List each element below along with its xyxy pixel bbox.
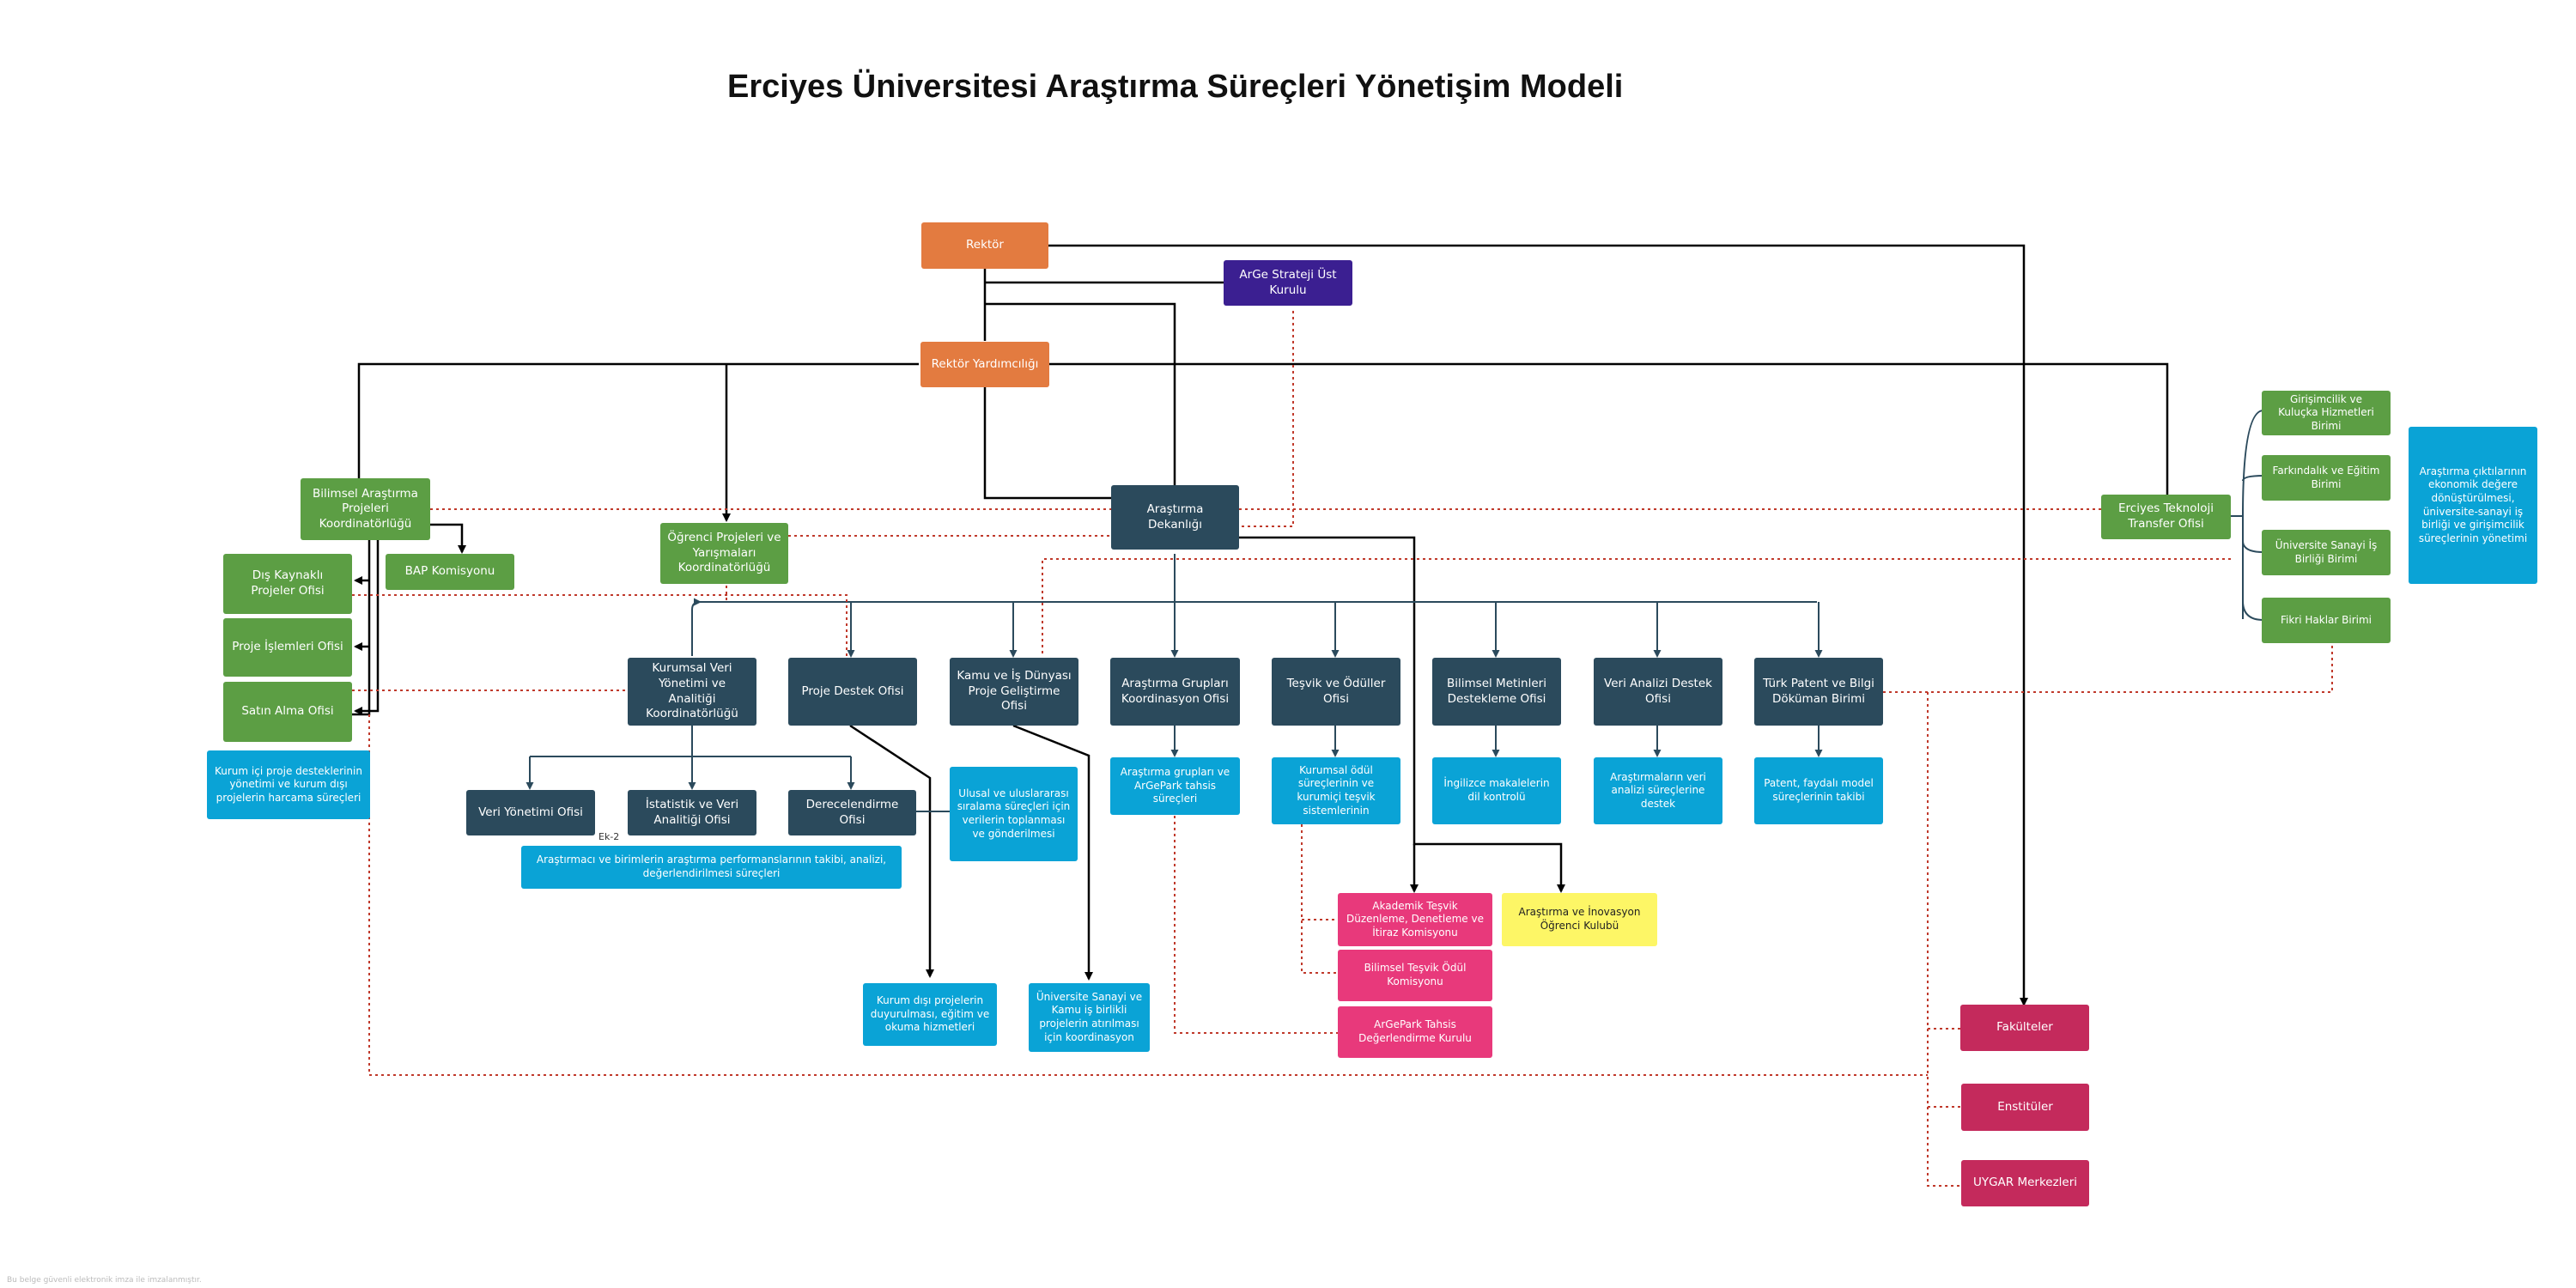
argepark-tahsis-kurulu-box: ArGePark Tahsis Değerlendirme Kurulu (1338, 1006, 1492, 1058)
farkindalik-egitim-box: Farkındalık ve Eğitim Birimi (2262, 455, 2391, 501)
solid-connectors (352, 244, 2169, 1006)
branch-teknoloji-birimler (2231, 410, 2264, 621)
arastirma-dekanligi-box: Araştırma Dekanlığı (1111, 485, 1239, 550)
dotted-connectors (352, 311, 2333, 1187)
bilimsel-tesvik-odul-box: Bilimsel Teşvik Ödül Komisyonu (1338, 950, 1492, 1001)
dis-kaynakli-projeler-box: Dış Kaynaklı Projeler Ofisi (223, 554, 352, 614)
kamu-is-dunyasi-box: Kamu ve İş Dünyası Proje Geliştirme Ofis… (950, 658, 1078, 726)
connector-rektor-yard-teknoloji (1048, 362, 2169, 495)
fikri-haklar-birimi-box: Fikri Haklar Birimi (2262, 598, 2391, 643)
dotted-odul-akademik (1301, 824, 1340, 974)
kurum-ici-description: Kurum içi proje desteklerinin yönetimi v… (207, 750, 370, 819)
uygar-merkezleri-box: UYGAR Merkezleri (1961, 1160, 2089, 1206)
rektor-yardimciligi-box: Rektör Yardımcılığı (920, 342, 1049, 387)
enstituler-box: Enstitüler (1961, 1084, 2089, 1131)
proje-islemleri-box: Proje İşlemleri Ofisi (223, 618, 352, 677)
arastirma-gruplari-box: Araştırma Grupları Koordinasyon Ofisi (1110, 658, 1240, 726)
universite-sanayi-birimi-box: Üniversite Sanayi İş Birliği Birimi (2262, 530, 2391, 575)
dotted-bap-fakulte-left (368, 714, 1928, 1076)
turk-patent-box: Türk Patent ve Bilgi Döküman Birimi (1754, 658, 1883, 726)
bilimsel-metinleri-box: Bilimsel Metinleri Destekleme Ofisi (1432, 658, 1561, 726)
connector-kamu-is-sanayi (1012, 724, 1093, 981)
ingilizce-makale-description: İngilizce makalelerin dil kontrolü (1432, 757, 1561, 824)
connector-rektor-fakulteler (1048, 244, 2028, 1006)
veri-analizi-description: Araştırmaların veri analizi süreçlerine … (1594, 757, 1722, 824)
istatistik-veri-analitigi-box: İstatistik ve Veri Analitiği Ofisi (628, 790, 756, 835)
dotted-gruplar-argepark (1174, 816, 1340, 1034)
kurumsal-veri-koordinatorlugu-box: Kurumsal Veri Yönetimi ve Analitiği Koor… (628, 658, 756, 726)
patent-description: Patent, faydalı model süreçlerinin takib… (1754, 757, 1883, 824)
arastirmaci-performans-description: Araştırmacı ve birimlerin araştırma perf… (521, 846, 902, 889)
ogrenci-projeleri-box: Öğrenci Projeleri ve Yarışmaları Koordin… (660, 523, 788, 584)
dotted-dis-kaynakli-proje-destek (352, 594, 848, 656)
dotted-patent-fikri (1883, 646, 2333, 693)
rektor-box: Rektör (921, 222, 1048, 269)
akademik-tesvik-komisyonu-box: Akademik Teşvik Düzenleme, Denetleme ve … (1338, 893, 1492, 946)
arastirma-ciktilari-description: Araştırma çıktılarının ekonomik değere d… (2409, 427, 2537, 584)
veri-yonetimi-ofisi-box: Veri Yönetimi Ofisi (466, 790, 595, 835)
girisimcilik-kulucka-box: Girişimcilik ve Kuluçka Hizmetleri Birim… (2262, 391, 2391, 435)
proje-destek-ofisi-box: Proje Destek Ofisi (788, 658, 917, 726)
fakulteler-box: Fakülteler (1960, 1005, 2089, 1051)
sanayi-kamu-description: Üniversite Sanayi ve Kamu iş birlikli pr… (1029, 983, 1150, 1052)
ek-2-label: Ek-2 (598, 831, 620, 842)
connector-bap-komisyon (430, 523, 466, 554)
connector-rektor-dekanlik (985, 302, 1176, 485)
kurumsal-odul-description: Kurumsal ödül süreçlerinin ve kurumiçi t… (1272, 757, 1400, 824)
derecelendirme-ofisi-box: Derecelendirme Ofisi (788, 790, 916, 835)
dotted-arge-dekanlik (1239, 311, 1294, 527)
page-title: Erciyes Üniversitesi Araştırma Süreçleri… (727, 69, 1624, 105)
inovasyon-ogrenci-kulubu-box: Araştırma ve İnovasyon Öğrenci Kulubü (1502, 893, 1657, 946)
arge-strateji-box: ArGe Strateji Üst Kurulu (1224, 260, 1352, 306)
bap-koordinatorlugu-box: Bilimsel Araştırma Projeleri Koordinatör… (301, 478, 430, 540)
connector-rektor-yard-dekanlik (983, 387, 1111, 500)
branch-connectors (526, 410, 2264, 812)
dotted-fakulte-spine (1927, 692, 1961, 1187)
tesvik-oduller-box: Teşvik ve Ödüller Ofisi (1272, 658, 1400, 726)
bap-komisyonu-box: BAP Komisyonu (386, 554, 514, 590)
veri-analizi-destek-box: Veri Analizi Destek Ofisi (1594, 658, 1722, 726)
kurum-disi-projeler-description: Kurum dışı projelerin duyurulması, eğiti… (863, 983, 997, 1046)
connector-bap-satin-alma (354, 540, 380, 715)
ulusal-siralama-description: Ulusal ve uluslararası sıralama süreçler… (950, 767, 1078, 861)
connector-rektor-yard-bap (357, 362, 919, 478)
erciyes-teknoloji-transfer-box: Erciyes Teknoloji Transfer Ofisi (2101, 495, 2231, 539)
e-signature-footer: Bu belge güvenli elektronik imza ile imz… (7, 1276, 202, 1285)
satin-alma-box: Satın Alma Ofisi (223, 682, 352, 742)
branch-to-kurumsal-veri (691, 602, 700, 656)
dotted-teknoloji-dekanlik (1042, 558, 2231, 656)
gruplar-argepark-description: Araştırma grupları ve ArGePark tahsis sü… (1110, 757, 1240, 815)
connector-proje-destek-kurum-disi (849, 724, 934, 978)
connector-bap-ofisler (352, 540, 371, 716)
